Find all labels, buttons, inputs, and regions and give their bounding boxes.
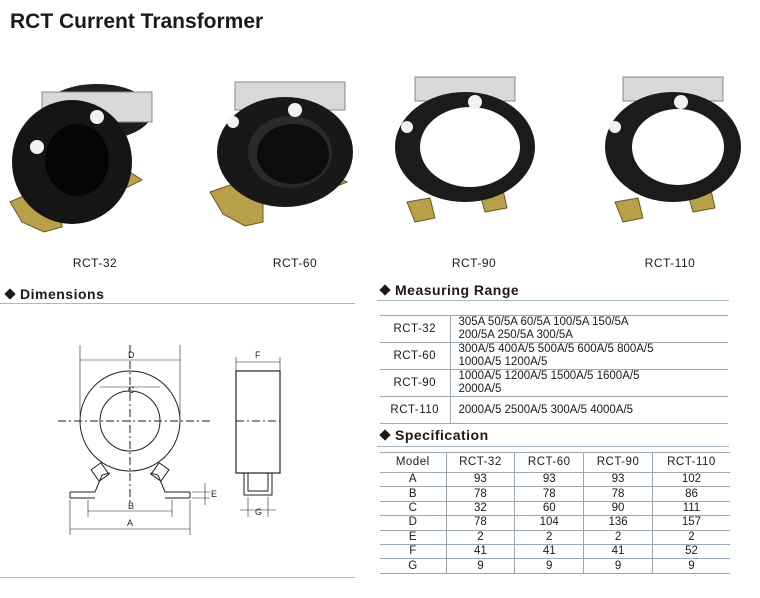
product-label-rct-110: RCT-110 — [644, 256, 696, 270]
table-row: B 78 78 78 86 — [380, 486, 730, 502]
spec-cell: A — [380, 471, 447, 488]
spec-cell: 104 — [514, 515, 585, 531]
dimension-drawing: D C B A E F G — [0, 305, 360, 575]
measuring-range-heading: Measuring Range — [377, 282, 519, 298]
spec-cell: B — [380, 486, 447, 502]
range-model-cell: RCT-32 — [380, 315, 451, 343]
dim-label-c: C — [128, 385, 135, 395]
spec-cell: 2 — [445, 529, 516, 545]
range-model-cell: RCT-60 — [380, 342, 451, 370]
product-image-rct-110 — [593, 52, 753, 252]
spec-cell: 78 — [583, 486, 653, 502]
specification-table: Model RCT-32 RCT-60 RCT-90 RCT-110 A 93 … — [380, 452, 730, 574]
spec-cell: 60 — [514, 500, 585, 517]
spec-cell: 9 — [583, 558, 653, 574]
spec-cell: 90 — [583, 500, 653, 517]
table-row: E 2 2 2 2 — [380, 529, 730, 545]
spec-cell: G — [380, 558, 447, 574]
diamond-bullet-icon — [379, 429, 391, 441]
page-title: RCT Current Transformer — [10, 10, 264, 33]
dimensions-rule — [0, 303, 355, 304]
spec-cell: 2 — [583, 529, 653, 545]
spec-cell: 52 — [651, 543, 730, 560]
dim-label-a: A — [127, 518, 133, 528]
table-row: G 9 9 9 9 — [380, 558, 730, 574]
spec-cell: F — [380, 543, 447, 560]
spec-cell: 41 — [514, 543, 585, 560]
table-row: C 32 60 90 111 — [380, 500, 730, 517]
table-row: RCT-60 300A/5 400A/5 500A/5 600A/5 800A/… — [380, 342, 728, 370]
specification-heading: Specification — [377, 427, 489, 443]
spec-cell: 93 — [445, 471, 516, 488]
product-image-rct-32 — [2, 52, 162, 252]
specification-rule — [377, 446, 729, 447]
spec-cell: 2 — [651, 529, 730, 545]
table-header-row: Model RCT-32 RCT-60 RCT-90 RCT-110 — [380, 452, 730, 473]
spec-header-cell: RCT-60 — [514, 452, 585, 473]
dim-label-b: B — [128, 501, 134, 511]
product-label-rct-60: RCT-60 — [272, 256, 318, 270]
range-values-cell: 2000A/5 2500A/5 300A/5 4000A/5 — [450, 396, 728, 424]
dim-label-d: D — [128, 350, 135, 360]
table-row: F 41 41 41 52 — [380, 543, 730, 560]
spec-header-cell: RCT-110 — [651, 452, 730, 473]
range-model-cell: RCT-90 — [380, 369, 451, 397]
product-label-rct-32: RCT-32 — [72, 256, 118, 270]
spec-cell: 78 — [445, 515, 516, 531]
spec-cell: 9 — [651, 558, 730, 574]
spec-cell: 93 — [514, 471, 585, 488]
measuring-range-rule — [377, 300, 729, 301]
spec-cell: 41 — [583, 543, 653, 560]
spec-cell: 102 — [651, 471, 730, 488]
spec-header-cell: RCT-90 — [583, 452, 653, 473]
spec-header-cell: RCT-32 — [445, 452, 516, 473]
spec-cell: 9 — [445, 558, 516, 574]
product-image-rct-90 — [385, 52, 545, 252]
dim-label-g: G — [255, 507, 262, 517]
product-label-rct-90: RCT-90 — [451, 256, 497, 270]
diamond-bullet-icon — [4, 288, 16, 300]
spec-cell: 111 — [651, 500, 730, 517]
spec-cell: 86 — [651, 486, 730, 502]
spec-cell: 78 — [514, 486, 585, 502]
dim-label-e: E — [211, 489, 217, 499]
dimensions-heading: Dimensions — [2, 286, 104, 302]
spec-cell: 136 — [583, 515, 653, 531]
spec-cell: 9 — [514, 558, 585, 574]
dimensions-bottom-rule — [0, 577, 355, 578]
spec-cell: 41 — [445, 543, 516, 560]
diamond-bullet-icon — [379, 284, 391, 296]
spec-cell: 93 — [583, 471, 653, 488]
spec-cell: C — [380, 500, 447, 517]
spec-cell: 78 — [445, 486, 516, 502]
table-row: A 93 93 93 102 — [380, 471, 730, 488]
spec-header-cell: Model — [380, 452, 447, 473]
spec-cell: D — [380, 515, 447, 531]
table-row: D 78 104 136 157 — [380, 515, 730, 531]
dim-label-f: F — [255, 350, 261, 360]
spec-cell: 157 — [651, 515, 730, 531]
table-row: RCT-110 2000A/5 2500A/5 300A/5 4000A/5 — [380, 396, 728, 424]
range-model-cell: RCT-110 — [380, 396, 451, 424]
product-image-rct-60 — [205, 52, 365, 252]
spec-cell: 32 — [445, 500, 516, 517]
spec-cell: E — [380, 529, 447, 545]
spec-cell: 2 — [514, 529, 585, 545]
